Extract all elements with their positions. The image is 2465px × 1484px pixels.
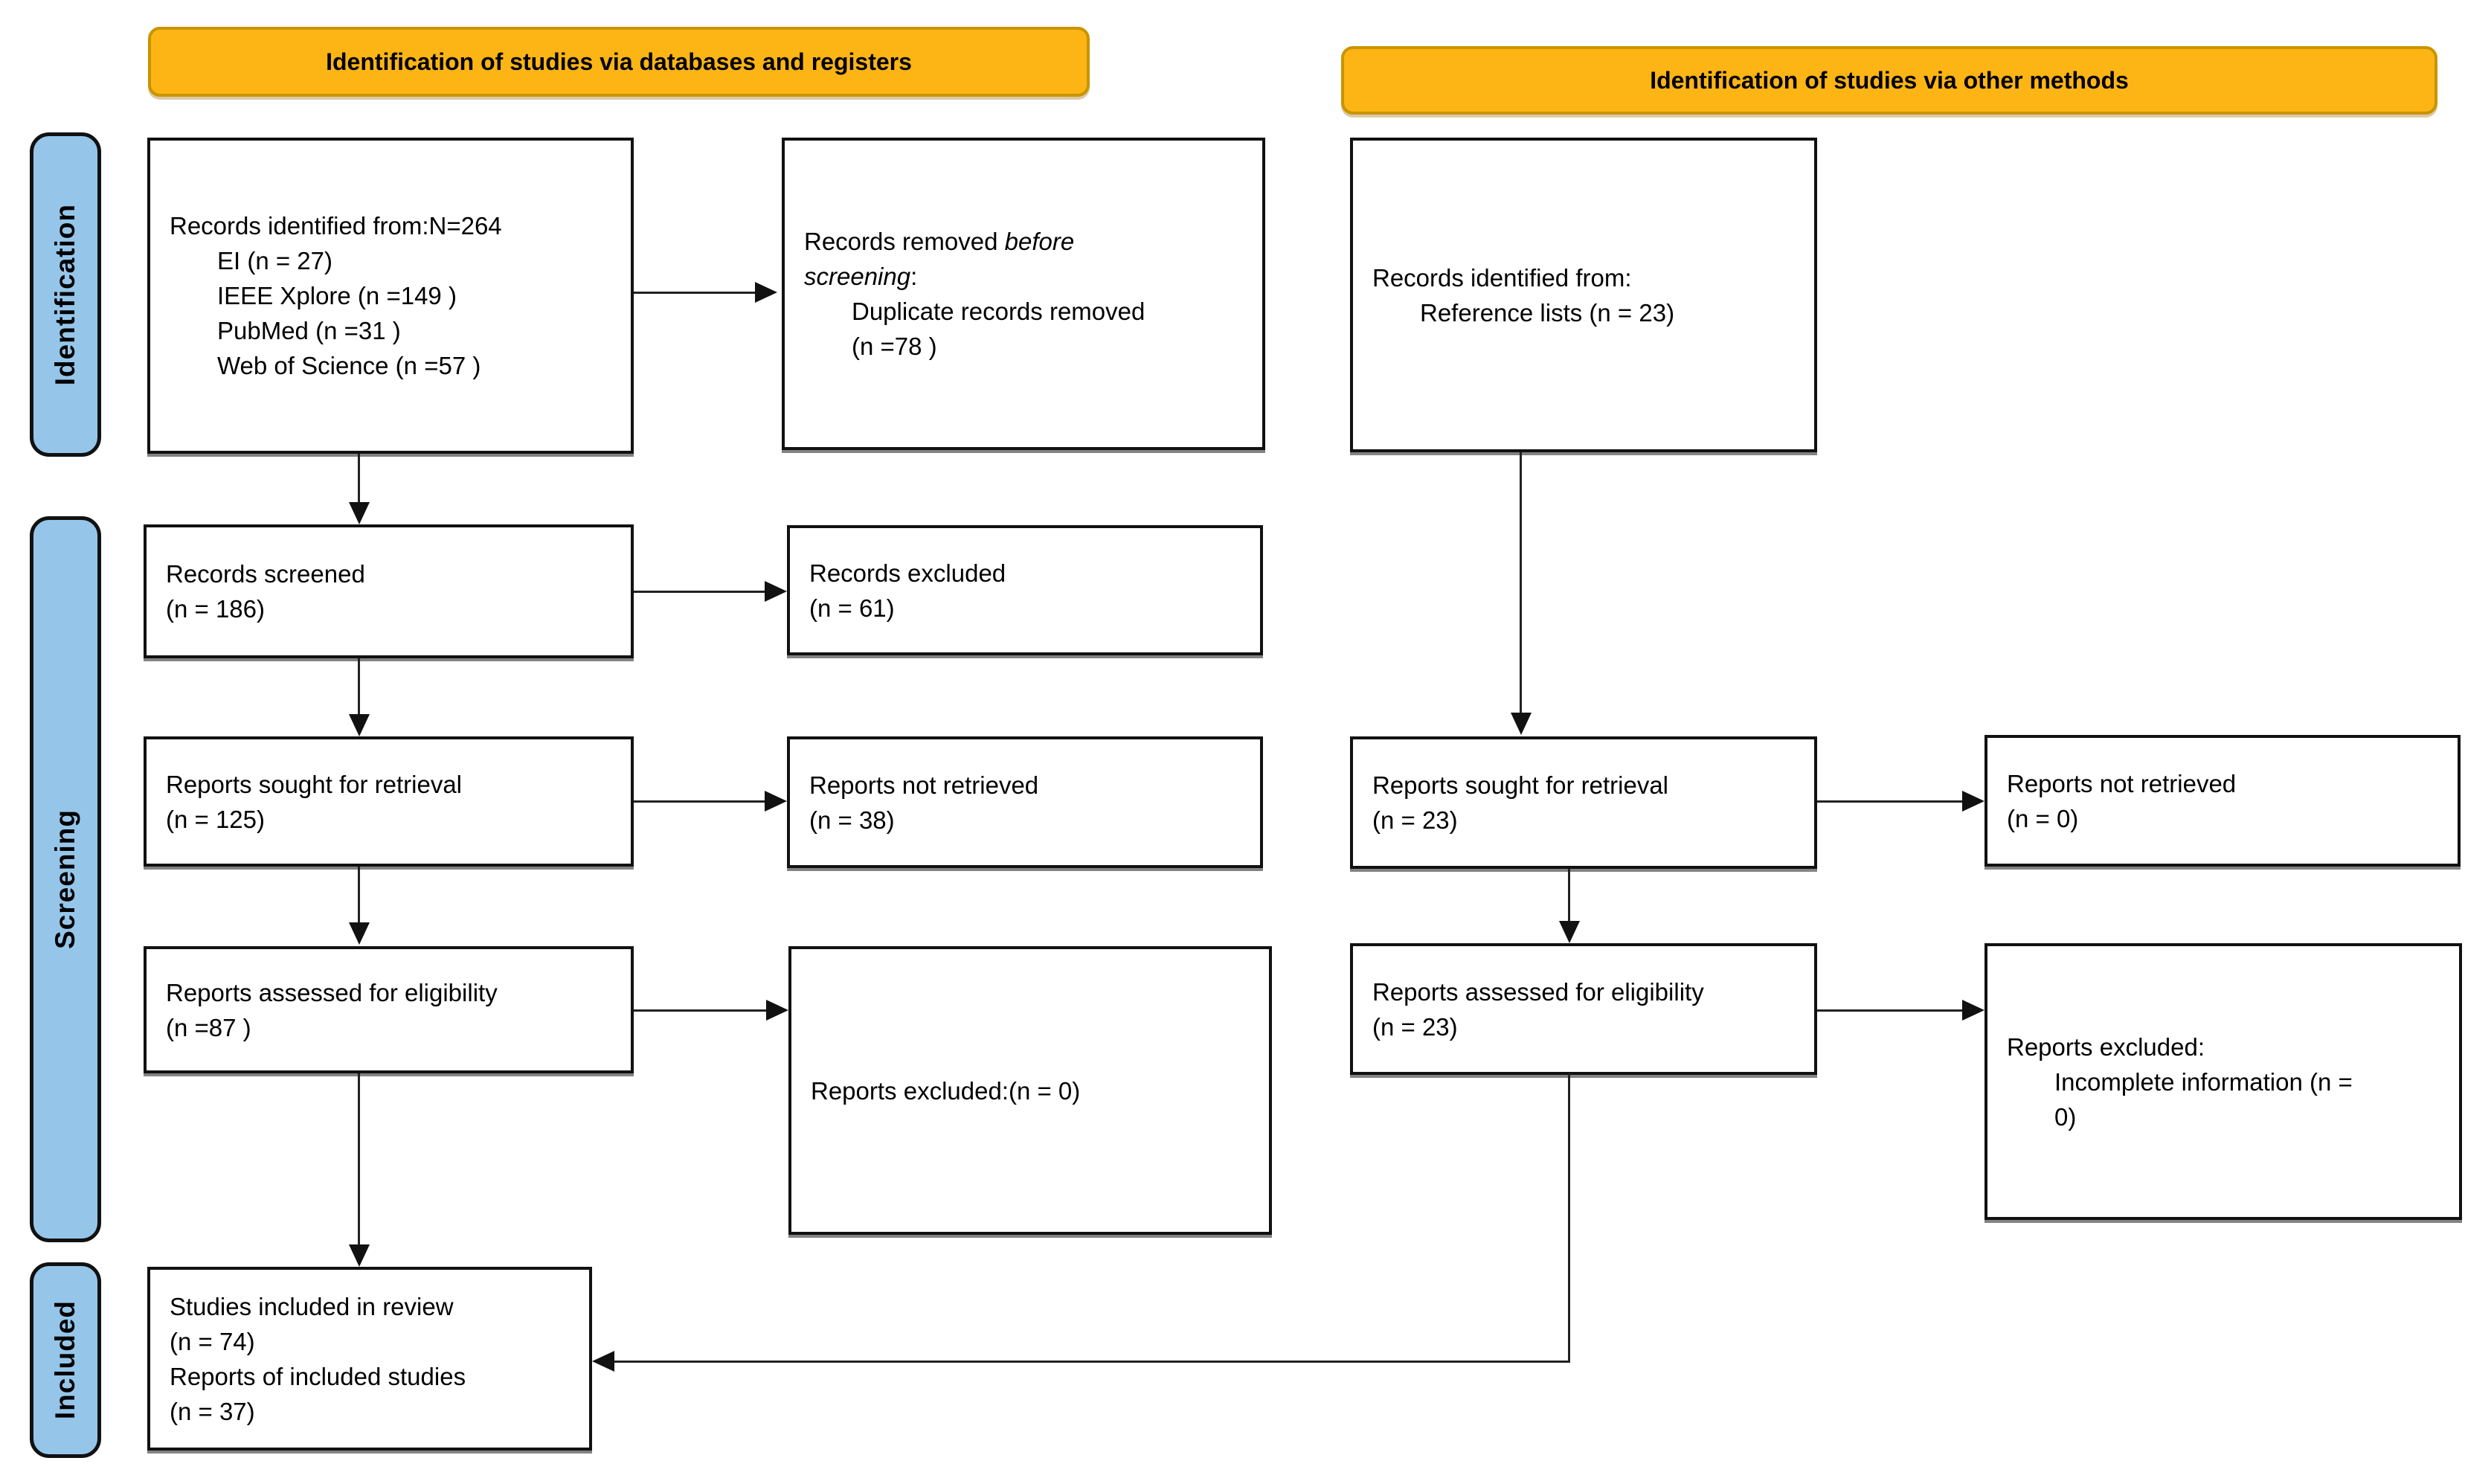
- text-line: Records excluded: [809, 559, 1006, 587]
- text-segment-italic: before: [1004, 228, 1075, 255]
- arrow-sought-to-assessed-head: [349, 922, 370, 945]
- text-line: (n = 23): [1372, 806, 1458, 834]
- arrow-identified-to-screened-line: [358, 454, 360, 502]
- arrow-assessed-to-included-head: [349, 1244, 370, 1267]
- text-line: PubMed (n =31 ): [217, 317, 401, 344]
- box-records-identified-other: Records identified from: Reference lists…: [1350, 138, 1817, 452]
- sidebar-screening-label: Screening: [50, 809, 80, 949]
- arrow-sought-to-assessed-line: [358, 867, 360, 922]
- text-line: screening:: [804, 259, 1253, 294]
- text-line: (n = 74): [170, 1327, 255, 1355]
- sidebar-included-label: Included: [50, 1300, 80, 1420]
- text-line: (n = 186): [166, 595, 265, 623]
- text-line: EI (n = 27): [217, 247, 332, 274]
- text-line: (n = 0): [2007, 804, 2079, 832]
- sidebar-identification-label: Identification: [50, 203, 80, 386]
- banner-other-label: Identification of studies via other meth…: [1650, 66, 2129, 94]
- box-records-identified-databases: Records identified from:N=264 EI (n = 27…: [147, 138, 634, 454]
- text-line: Reference lists (n = 23): [1420, 298, 1675, 327]
- arrow-assessed-other-to-excluded-head: [1962, 1000, 1984, 1021]
- box-studies-included: Studies included in review (n = 74) Repo…: [147, 1267, 592, 1451]
- sidebar-screening: Screening: [30, 516, 101, 1242]
- arrow-sought-to-notretrieved-line: [634, 800, 765, 803]
- text-line: (n = 61): [809, 594, 895, 622]
- text-line: 0): [2054, 1102, 2077, 1131]
- text-segment: Records removed: [804, 228, 1005, 255]
- text-line: Records screened: [166, 560, 365, 588]
- box-reports-assessed-databases: Reports assessed for eligibility (n =87 …: [144, 946, 634, 1073]
- box-records-removed: Records removed before screening: Duplic…: [782, 138, 1265, 450]
- box-records-excluded: Records excluded (n = 61): [787, 525, 1263, 655]
- text-line: Reports assessed for eligibility: [166, 978, 498, 1006]
- text-line: Reports assessed for eligibility: [1372, 977, 1704, 1006]
- text-line: IEEE Xplore (n =149 ): [217, 282, 457, 309]
- text-line: Reports sought for retrieval: [1372, 771, 1669, 799]
- arrow-sought-other-to-notretrieved-line: [1817, 800, 1962, 803]
- box-reports-assessed-other: Reports assessed for eligibility (n = 23…: [1350, 943, 1817, 1075]
- box-reports-excluded-other: Reports excluded: Incomplete information…: [1984, 943, 2462, 1220]
- arrow-other-to-included-vertical-line: [1568, 1073, 1570, 1363]
- arrow-sought-other-to-assessed-head: [1559, 921, 1580, 943]
- arrow-sought-other-to-notretrieved-head: [1962, 791, 1984, 812]
- arrow-assessed-to-included-line: [358, 1073, 360, 1244]
- text-segment: :: [910, 263, 918, 290]
- arrow-sought-to-notretrieved-head: [765, 791, 787, 812]
- sidebar-identification: Identification: [30, 132, 101, 457]
- text-line: Records removed before: [804, 224, 1253, 259]
- arrow-sought-other-to-assessed-line: [1568, 869, 1570, 921]
- box-reports-not-retrieved-databases: Reports not retrieved (n = 38): [787, 736, 1263, 868]
- arrow-identified-other-to-sought-line: [1520, 452, 1522, 713]
- box-records-screened: Records screened (n = 186): [144, 524, 634, 658]
- arrow-identified-other-to-sought-head: [1511, 713, 1532, 735]
- box-reports-sought-databases: Reports sought for retrieval (n = 125): [144, 736, 634, 867]
- arrow-identified-to-removed-line: [634, 292, 755, 294]
- text-line: Reports excluded:: [2007, 1032, 2205, 1061]
- arrow-identified-to-removed-head: [755, 282, 777, 303]
- text-line: Duplicate records removed: [852, 298, 1145, 325]
- text-line: Reports excluded:(n = 0): [811, 1076, 1081, 1105]
- arrow-screened-to-excluded-head: [765, 581, 787, 602]
- text-line: Reports not retrieved: [809, 771, 1039, 799]
- text-line: Records identified from:N=264: [170, 212, 502, 240]
- arrow-screened-to-sought-head: [349, 714, 370, 736]
- arrow-other-to-included-horizontal-line: [614, 1361, 1570, 1363]
- text-line: Web of Science (n =57 ): [217, 352, 481, 379]
- box-reports-excluded-databases: Reports excluded:(n = 0): [788, 946, 1272, 1235]
- box-reports-not-retrieved-other: Reports not retrieved (n = 0): [1984, 735, 2461, 867]
- text-line: Studies included in review: [170, 1292, 454, 1320]
- arrow-identified-to-screened-head: [349, 502, 370, 524]
- banner-databases-registers: Identification of studies via databases …: [148, 27, 1090, 97]
- text-line: (n = 125): [166, 805, 265, 833]
- arrow-other-to-included-head: [592, 1351, 614, 1372]
- banner-databases-label: Identification of studies via databases …: [326, 48, 912, 75]
- arrow-assessed-other-to-excluded-line: [1817, 1009, 1962, 1012]
- text-line: (n = 37): [170, 1397, 255, 1425]
- text-line: (n = 23): [1372, 1012, 1458, 1041]
- arrow-assessed-to-excluded-head: [766, 1000, 788, 1021]
- text-line: (n =87 ): [166, 1013, 251, 1041]
- box-reports-sought-other: Reports sought for retrieval (n = 23): [1350, 736, 1817, 869]
- text-line: Reports not retrieved: [2007, 769, 2237, 797]
- arrow-screened-to-sought-line: [358, 658, 360, 714]
- text-line: (n =78 ): [852, 333, 937, 360]
- arrow-screened-to-excluded-line: [634, 591, 765, 593]
- sidebar-included: Included: [30, 1262, 101, 1458]
- text-line: Records identified from:: [1372, 263, 1632, 292]
- text-segment-italic: screening: [804, 263, 911, 290]
- text-line: Incomplete information (n =: [2054, 1067, 2353, 1096]
- text-line: (n = 38): [809, 806, 895, 834]
- arrow-assessed-to-excluded-line: [634, 1009, 766, 1012]
- text-line: Reports of included studies: [170, 1362, 466, 1390]
- banner-other-methods: Identification of studies via other meth…: [1341, 46, 2437, 115]
- text-line: Reports sought for retrieval: [166, 770, 463, 798]
